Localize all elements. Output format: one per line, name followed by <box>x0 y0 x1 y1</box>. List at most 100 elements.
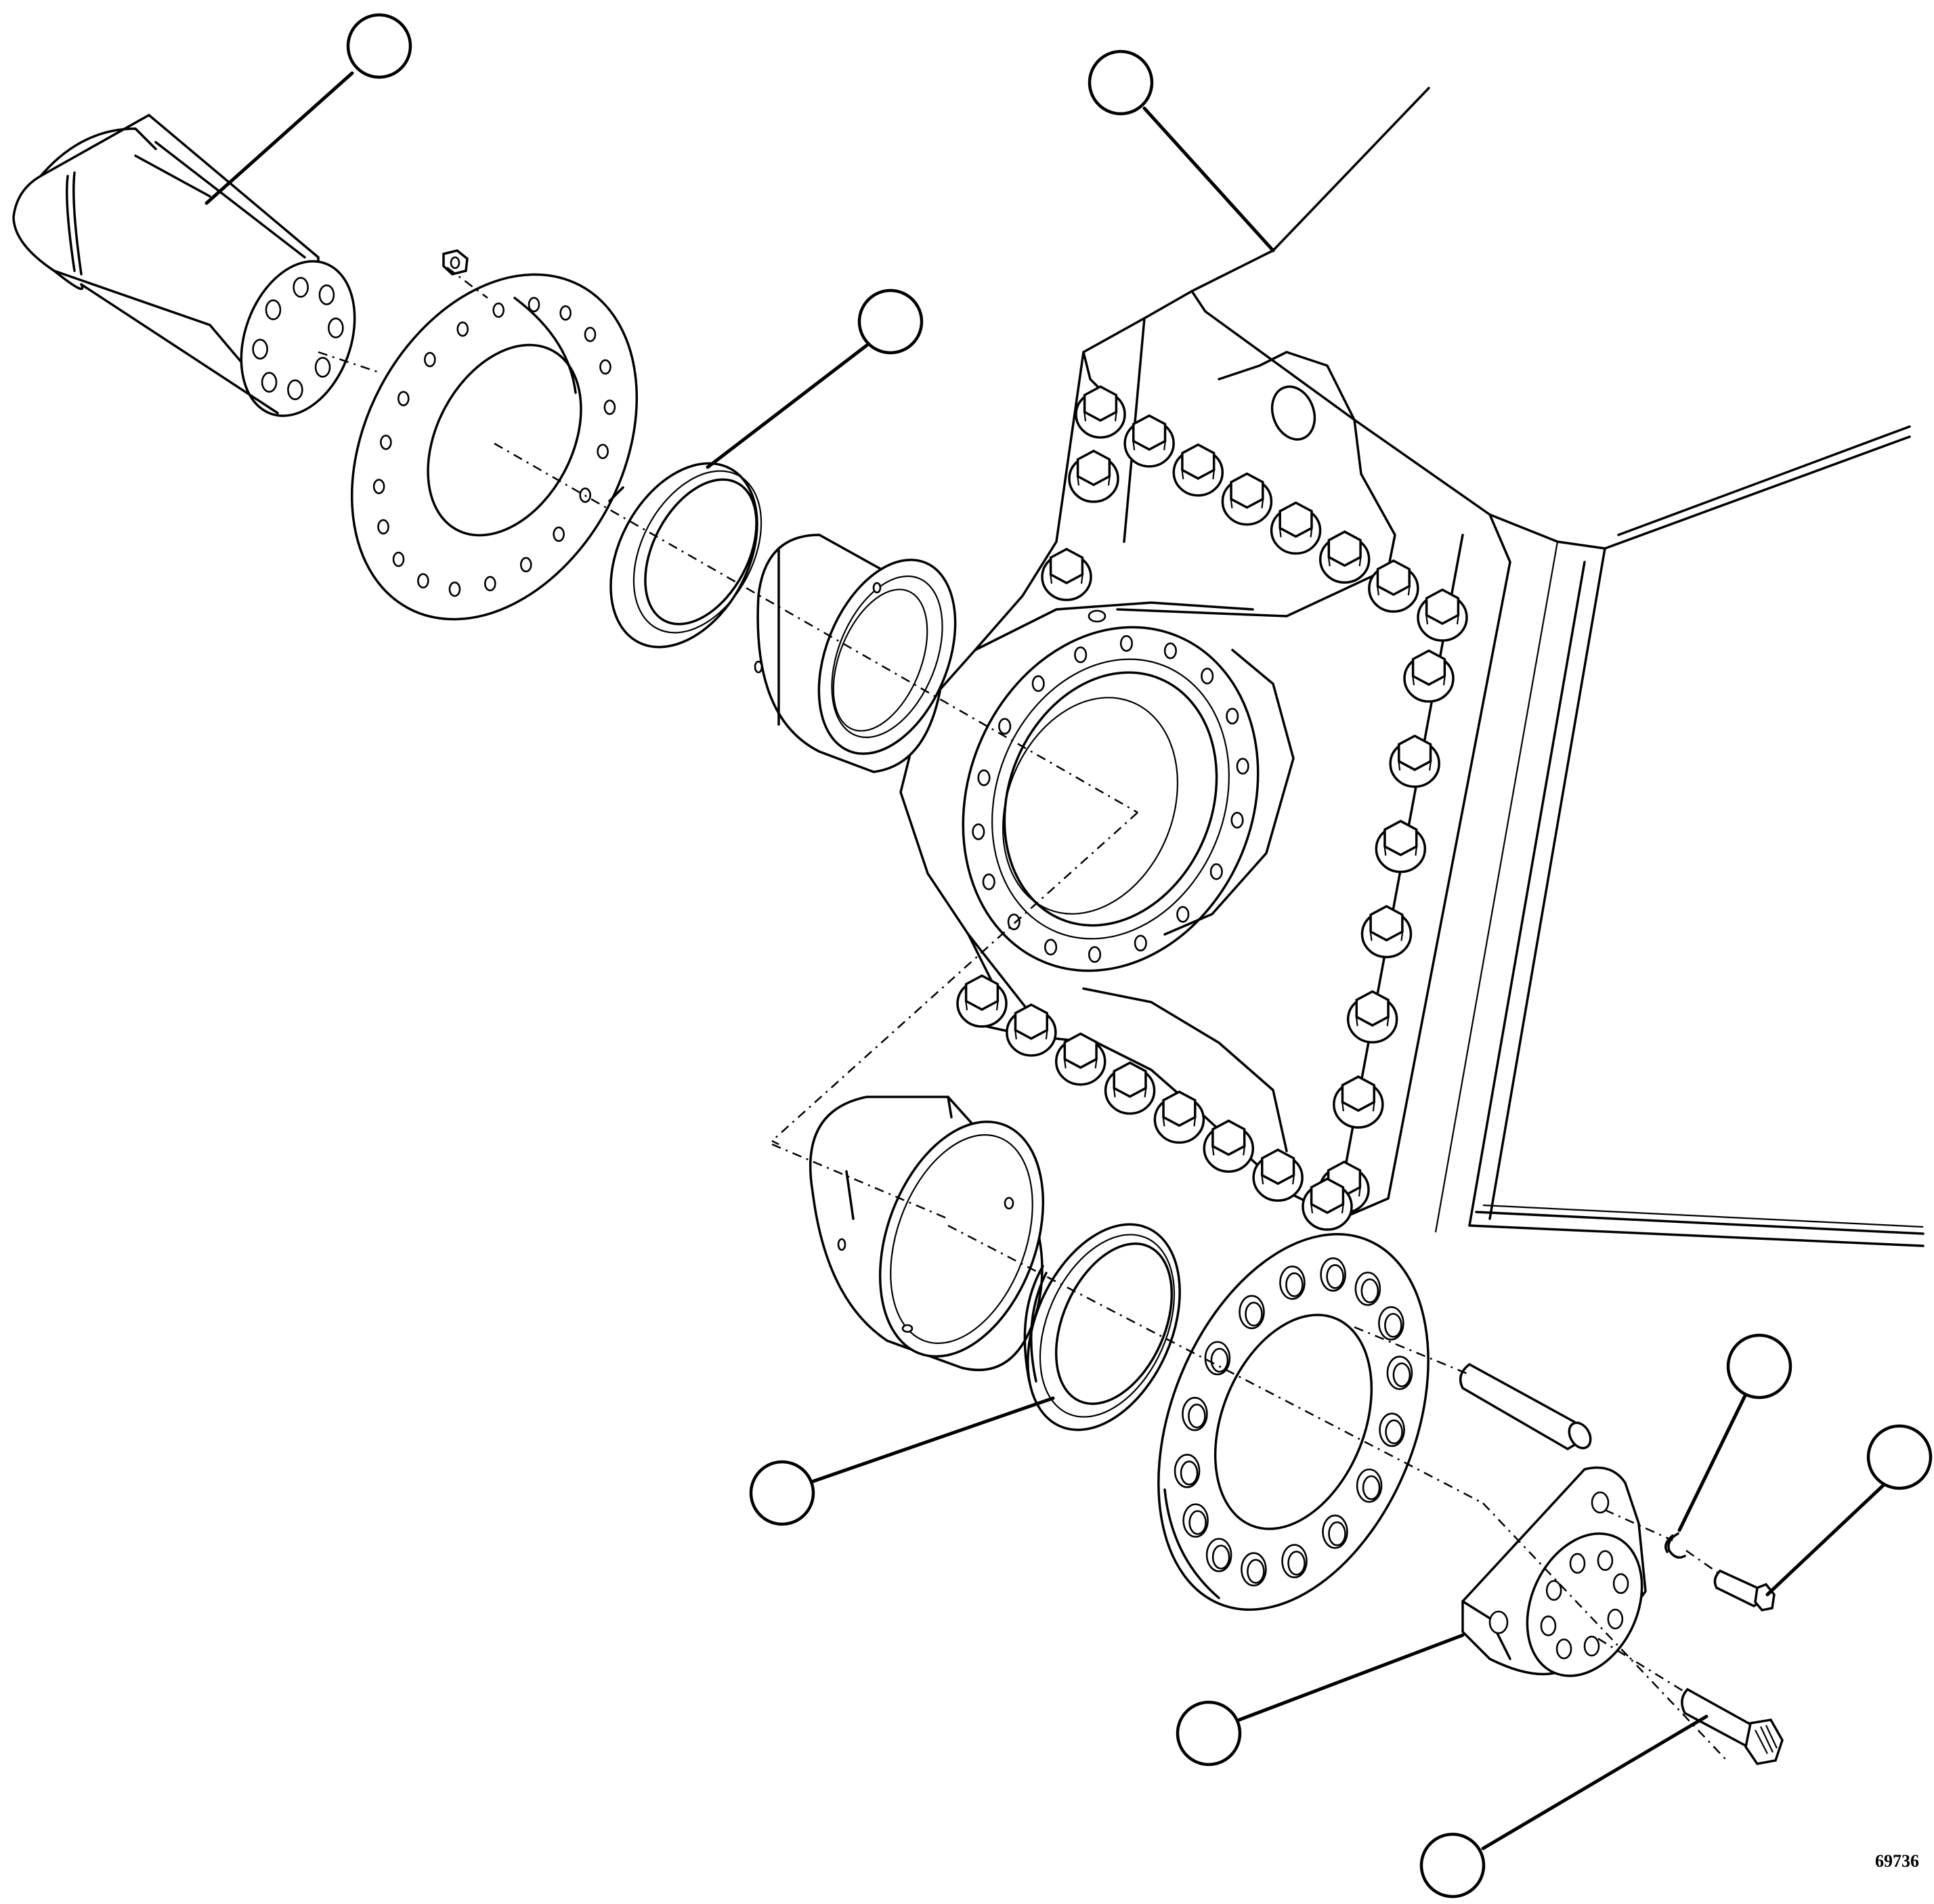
frame-bolt-head <box>1211 1119 1246 1156</box>
boss-bolt-hole <box>1163 642 1177 659</box>
frame-bolt-edge <box>1341 1100 1344 1112</box>
retainer-bolt-hole <box>1555 1638 1572 1660</box>
frame-bolt <box>1389 734 1440 788</box>
boss-bolt-hole <box>1088 946 1102 964</box>
frame-bolt <box>1252 1148 1304 1202</box>
shim-lower-hole <box>1392 1362 1411 1387</box>
frame-bolt-edge <box>1144 1086 1147 1098</box>
frame-bolt-edge <box>1292 1173 1295 1185</box>
grease-fitting <box>1088 609 1106 623</box>
shim-upper-hole <box>559 305 572 321</box>
frame-bolt-edge <box>1429 759 1432 771</box>
frame-bolt <box>1360 905 1413 959</box>
frame-bolt-edge <box>1049 572 1053 584</box>
frame-bolt-edge <box>1261 497 1264 509</box>
callout-balloon-group <box>346 13 1933 1899</box>
retainer-bolt-hole <box>1612 1573 1629 1595</box>
frame-bolt-head <box>1014 1003 1048 1040</box>
shim-plate-upper <box>350 273 639 621</box>
retainer-bolt-hole <box>1597 1550 1614 1572</box>
shim-upper-hole <box>528 297 540 313</box>
pin-end-hole <box>261 372 278 393</box>
washer-part <box>1664 1532 1686 1559</box>
frame-bolt <box>1153 1090 1205 1144</box>
shim-lower-hole <box>1360 1278 1379 1303</box>
frame-bolt-edge <box>1310 1202 1314 1214</box>
boss-bolt-hole <box>1209 863 1223 880</box>
frame-bolt-edge <box>1327 555 1331 567</box>
frame-bolt-edge <box>1358 555 1362 567</box>
frame-bolt-edge <box>1080 572 1084 584</box>
frame-bolt-edge <box>1376 584 1379 596</box>
lift-eye-hole <box>1270 385 1316 441</box>
pin-end-hole <box>318 284 335 305</box>
frame-bolt-edge <box>1163 439 1167 450</box>
leader-line-roll-pin <box>1677 1389 1749 1532</box>
frame-bolt <box>1123 414 1175 468</box>
boss-bolt-hole-group <box>972 634 1249 964</box>
frame-bolt <box>1054 1032 1106 1086</box>
frame-bolt-head <box>1113 1061 1147 1098</box>
leader-line-pin <box>205 71 354 205</box>
frame-bolt-head <box>1076 450 1111 486</box>
frame-bolt-edge <box>1212 468 1216 479</box>
shim-upper-hole <box>424 351 436 368</box>
frame-bolt-edge <box>1278 526 1282 538</box>
frame-bolt <box>1068 450 1119 503</box>
frame-bolt <box>1417 588 1468 642</box>
pivot-boss <box>962 626 1295 972</box>
frame-bolt-head <box>1398 734 1432 771</box>
pin-end-hole <box>252 339 268 360</box>
pin <box>12 113 356 417</box>
assembly-centerlines <box>318 267 1727 1761</box>
shim-lower-hole <box>1287 1551 1306 1576</box>
frame-bolt-head <box>1411 649 1446 686</box>
boss-bolt-hole <box>998 718 1012 735</box>
shim-upper-hole <box>553 526 565 542</box>
frame-bolt-edge <box>1407 584 1411 596</box>
capscrew-small-part <box>1713 1569 1776 1611</box>
frame-bolt <box>1041 548 1092 601</box>
pin-end-hole <box>314 357 331 378</box>
shim-upper-hole <box>377 519 389 535</box>
frame-bolt <box>1104 1061 1156 1115</box>
shim-upper-hole <box>519 557 532 573</box>
frame-bolt-edge <box>1341 1202 1345 1214</box>
shim-upper-hole-group <box>372 297 616 597</box>
frame-bolt-head <box>1132 414 1167 451</box>
frame-bolt-edge <box>1083 410 1087 422</box>
frame-bolt <box>1333 1075 1384 1129</box>
shim-lower-hole <box>1362 1475 1381 1500</box>
retainer-bolt-hole <box>1569 1553 1586 1574</box>
shim-lower-hole <box>1247 1559 1265 1584</box>
frame-bolt-head <box>1369 905 1404 942</box>
pin-end-hole-group <box>252 277 344 400</box>
boss-bolt-hole <box>972 823 985 840</box>
frame-bolt <box>1221 472 1273 526</box>
frame-bolt-edge <box>964 999 968 1011</box>
pin-end-hole <box>328 318 344 339</box>
leader-line-capscrew-small <box>1765 1481 1888 1597</box>
callout-balloon-capscrew-large <box>1419 1832 1486 1899</box>
frame-bolt-edge <box>1094 1057 1098 1068</box>
frame-bolt-edge <box>1114 410 1118 422</box>
boss-bolt-hole <box>982 873 995 890</box>
shim-upper-hole <box>584 326 597 343</box>
frame-bolt-edge <box>1132 439 1136 450</box>
leader-line-seal-ring-lower <box>811 1396 1055 1484</box>
callout-balloon-roll-pin <box>1726 1333 1792 1400</box>
boss-bolt-hole <box>1007 913 1020 930</box>
callout-balloon-retainer-plate <box>1176 1700 1242 1767</box>
frame-bolt-edge <box>1386 1015 1390 1026</box>
frame-bolt-edge <box>995 999 1000 1011</box>
frame-bolt-edge <box>1425 613 1429 625</box>
frame-bolt-edge <box>1456 613 1460 625</box>
shim-upper-hole <box>484 576 496 592</box>
frame-bolt-head <box>1310 1177 1345 1214</box>
frame-bolt-edge <box>1372 1100 1375 1112</box>
shim-upper-hole <box>603 399 616 415</box>
boss-bolt-hole <box>1176 906 1190 923</box>
shim-upper-hole <box>372 479 385 494</box>
leader-line-frame <box>1142 106 1275 253</box>
